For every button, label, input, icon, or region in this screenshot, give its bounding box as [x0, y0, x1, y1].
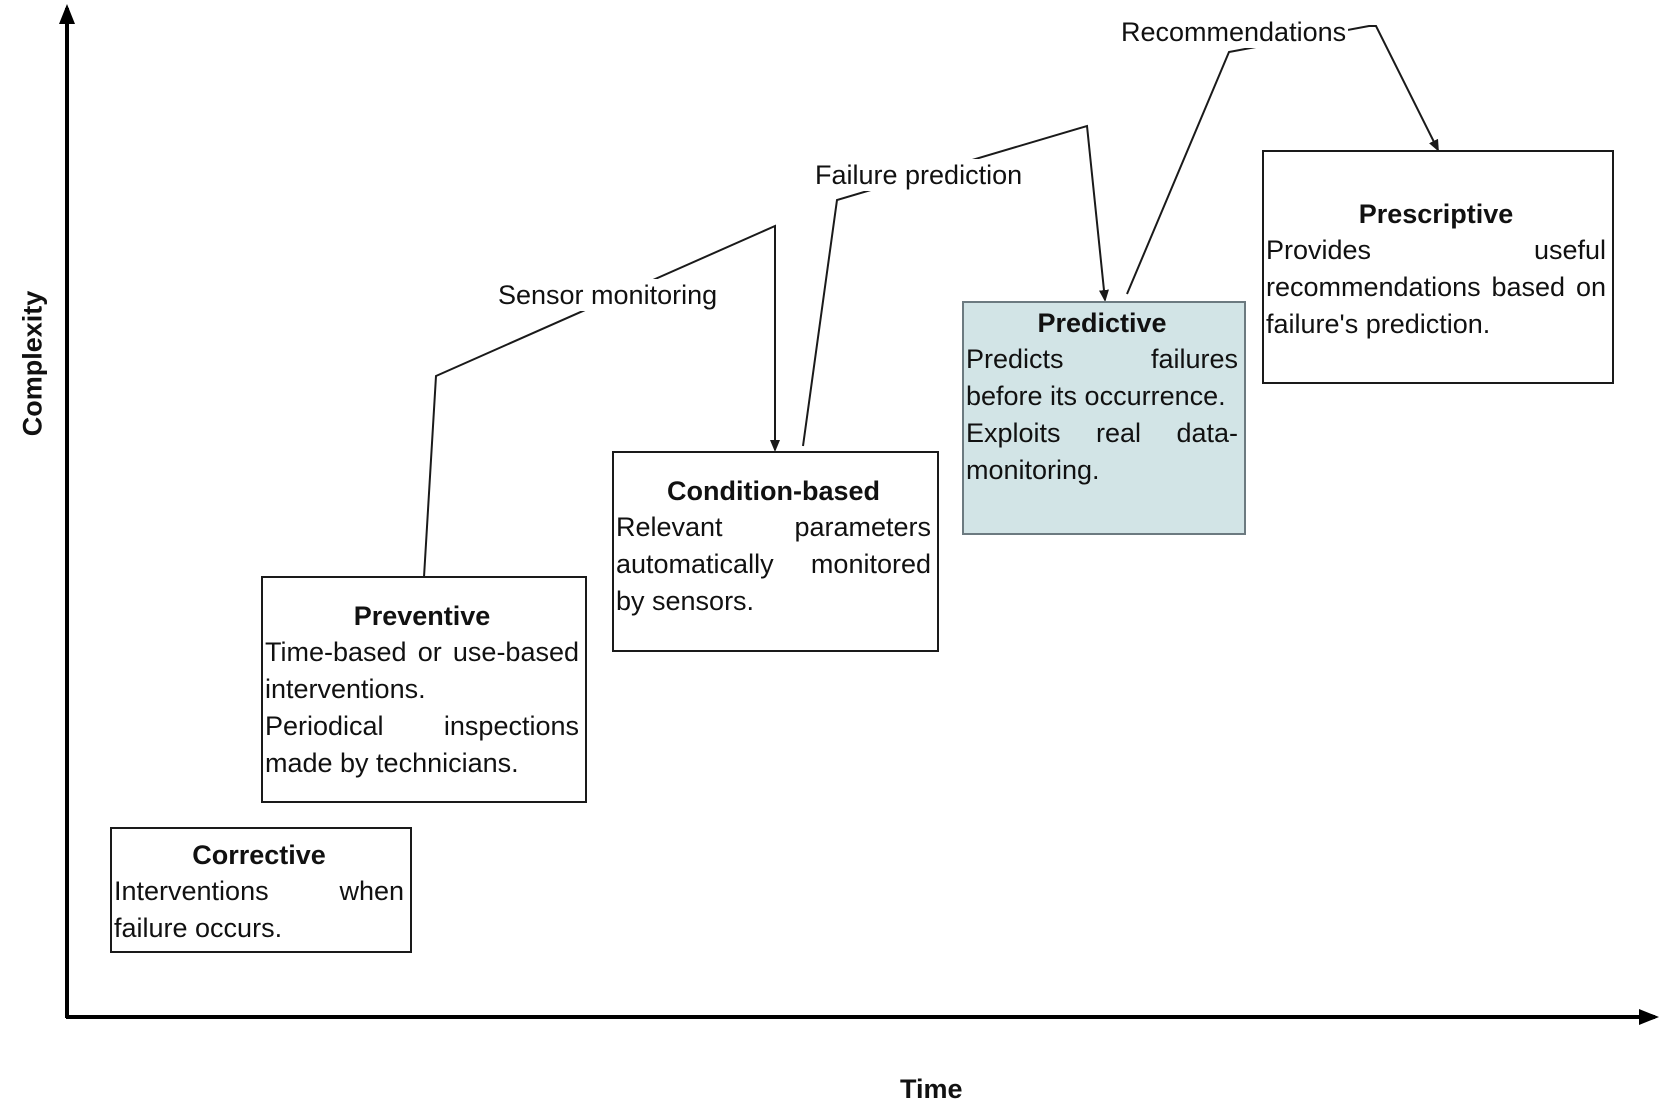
stage-description-line: Interventions when failure occurs.: [114, 876, 404, 943]
stage-description-line: Exploits real data-monitoring.: [966, 418, 1238, 485]
stage-title-predictive: Predictive: [1037, 308, 1167, 338]
stage-description-line: Time-based or use-based interventions.: [265, 637, 579, 704]
label-sensor-monitoring: Sensor monitoring: [496, 279, 720, 311]
stage-description-preventive: Time-based or use-based interventions. P…: [265, 634, 579, 782]
stage-description-line: Provides useful recommendations based on…: [1266, 235, 1606, 339]
stage-title-preventive: Preventive: [353, 601, 491, 631]
stage-box-corrective: Corrective Interventions when failure oc…: [110, 827, 412, 953]
connector-recommendations: [1126, 25, 1439, 295]
stage-description-line: Predicts failures before its occurrence.: [966, 344, 1238, 411]
label-recommendations: Recommendations: [1119, 16, 1349, 48]
stage-title-corrective: Corrective: [192, 840, 326, 870]
stage-description-corrective: Interventions when failure occurs.: [114, 873, 404, 947]
stage-description-line: Periodical inspections made by technicia…: [265, 711, 579, 778]
y-axis-title: Complexity: [17, 290, 48, 437]
x-axis-title: Time: [900, 1074, 963, 1104]
stage-box-predictive: Predictive Predicts failures before its …: [962, 301, 1246, 535]
stage-box-condition-based: Condition-based Relevant parameters auto…: [612, 451, 939, 652]
stage-description-prescriptive: Provides useful recommendations based on…: [1266, 232, 1606, 343]
stage-description-condition-based: Relevant parameters automatically monito…: [616, 509, 931, 620]
stage-description-predictive: Predicts failures before its occurrence.…: [966, 341, 1238, 489]
label-failure-prediction: Failure prediction: [813, 159, 1025, 191]
stage-description-line: Relevant parameters automatically monito…: [616, 512, 931, 616]
stage-box-prescriptive: Prescriptive Provides useful recommendat…: [1262, 150, 1614, 384]
stage-title-prescriptive: Prescriptive: [1358, 199, 1514, 229]
stage-title-condition-based: Condition-based: [667, 476, 880, 506]
stage-box-preventive: Preventive Time-based or use-based inter…: [261, 576, 587, 803]
